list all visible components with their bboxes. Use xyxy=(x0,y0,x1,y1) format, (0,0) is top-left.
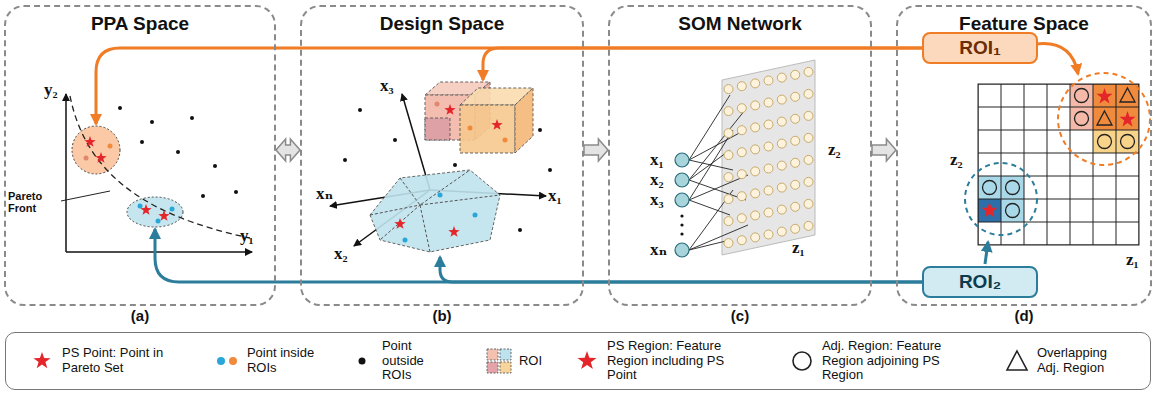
axis-label: x₁ xyxy=(548,186,562,206)
panel-index: (b) xyxy=(302,307,582,324)
legend-item: Overlapping Adj. Region xyxy=(1002,346,1129,376)
legend-sample xyxy=(1002,346,1032,376)
flow-arrow xyxy=(872,139,896,161)
ppa-space-panel: PPA Space(a) xyxy=(4,5,276,306)
axis-label: z₂ xyxy=(828,140,841,160)
legend-item: Point inside ROIs xyxy=(212,346,317,376)
legend-text: ROI xyxy=(519,354,542,369)
legend-sample xyxy=(787,346,817,376)
legend-text: PS Point: Point in Pareto Set xyxy=(62,346,182,376)
axis-label: z₁ xyxy=(792,238,805,258)
axis-label: z₁ xyxy=(1126,250,1139,270)
axis-label: y₁ xyxy=(240,226,254,246)
legend-sample xyxy=(212,346,242,376)
roi-label: ROI₂ xyxy=(959,271,1001,293)
roi-mapping-arrow xyxy=(96,48,922,124)
panel-title: SOM Network xyxy=(610,13,870,35)
legend-item: Adj. Region: Feature Region adjoining PS… xyxy=(787,339,972,384)
legend-sample xyxy=(484,346,514,376)
panel-title: Design Space xyxy=(302,13,582,35)
panel-index: (c) xyxy=(610,307,870,324)
panel-index: (a) xyxy=(6,307,274,324)
legend-text: Overlapping Adj. Region xyxy=(1037,346,1129,376)
axis-label: x₂ xyxy=(334,244,348,264)
roi-mapping-arrow xyxy=(155,229,922,282)
legend-item: PS Region: Feature Region including PS P… xyxy=(572,339,757,384)
curve-label: Pareto Front xyxy=(8,190,58,214)
legend-text: PS Region: Feature Region including PS P… xyxy=(607,339,757,384)
axis-label: x₁ xyxy=(650,150,664,170)
legend-box: PS Point: Point in Pareto Set Point insid… xyxy=(5,332,1151,390)
legend-item: PS Point: Point in Pareto Set xyxy=(27,346,182,376)
flow-arrow xyxy=(584,139,608,161)
feature-space-panel: Feature Space(d)ROI₁ROI₂ xyxy=(896,5,1152,306)
ppa-plot xyxy=(61,94,252,252)
legend-item: Point outside ROIs xyxy=(347,339,454,384)
roi-box: ROI₁ xyxy=(922,32,1038,64)
flow-arrow xyxy=(276,139,300,161)
legend-sample xyxy=(347,346,377,376)
legend-sample xyxy=(572,346,602,376)
roi-mapping-arrow xyxy=(440,257,922,282)
axis-label: xₙ xyxy=(650,240,667,260)
design-plot xyxy=(330,82,552,252)
axis-label: y₂ xyxy=(44,80,58,100)
panel-title: PPA Space xyxy=(6,13,274,35)
som-network xyxy=(675,60,815,257)
feature-map xyxy=(965,44,1150,264)
roi-label: ROI₁ xyxy=(959,37,1001,59)
roi-box: ROI₂ xyxy=(922,266,1038,298)
axis-label: x₃ xyxy=(650,190,664,210)
legend-text: Point outside ROIs xyxy=(382,339,454,384)
axis-label: xₙ xyxy=(316,184,333,204)
legend-text: Point inside ROIs xyxy=(247,346,317,376)
axis-label: x₂ xyxy=(650,170,664,190)
legend-sample xyxy=(27,346,57,376)
legend-item: ROI xyxy=(484,346,542,376)
axis-label: z₂ xyxy=(950,150,963,170)
axis-label: x₃ xyxy=(380,76,394,96)
legend-text: Adj. Region: Feature Region adjoining PS… xyxy=(822,339,972,384)
roi-mapping-arrow xyxy=(483,48,922,80)
panel-index: (d) xyxy=(898,307,1150,324)
